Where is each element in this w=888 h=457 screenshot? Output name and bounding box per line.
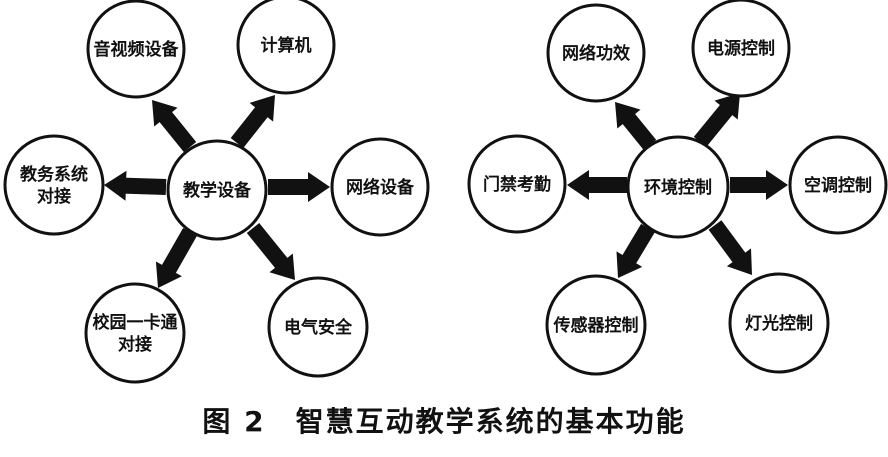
svg-text:门禁考勤: 门禁考勤 [483, 174, 551, 195]
arrow-to-netpower [615, 102, 657, 151]
svg-text:教务系统对接: 教务系统对接 [19, 164, 88, 207]
arrow-to-network [268, 172, 330, 202]
node-light-control: 灯光控制 [728, 272, 830, 374]
arrow-to-access [567, 170, 627, 200]
center-node-environment-control: 环境控制 [626, 135, 730, 239]
arrow-to-computer [230, 95, 275, 148]
node-academic-system: 教务系统对接 [3, 134, 105, 236]
svg-text:计算机: 计算机 [261, 35, 312, 56]
arrow-to-powerctl [693, 93, 740, 148]
svg-text:灯光控制: 灯光控制 [745, 313, 813, 334]
node-network-equipment: 网络设备 [330, 137, 430, 237]
arrow-to-card [155, 228, 197, 288]
figure-caption: 图 2 智慧互动教学系统的基本功能 [202, 405, 686, 438]
node-access-attendance: 门禁考勤 [467, 134, 567, 234]
svg-text:电源控制: 电源控制 [707, 38, 775, 59]
node-ac-control: 空调控制 [788, 135, 888, 235]
svg-text:空调控制: 空调控制 [804, 175, 872, 196]
svg-text:网络功效: 网络功效 [562, 43, 630, 64]
arrow-to-academic [104, 170, 167, 201]
node-network-power: 网络功效 [546, 3, 646, 103]
svg-text:教学设备: 教学设备 [182, 180, 252, 201]
svg-text:电气安全: 电气安全 [284, 317, 353, 338]
arrow-to-ac [730, 170, 788, 200]
arrow-to-sensor [616, 223, 655, 278]
arrow-to-power [246, 223, 295, 280]
svg-text:音视频设备: 音视频设备 [94, 39, 180, 60]
svg-text:环境控制: 环境控制 [644, 177, 712, 198]
center-node-teaching-equipment: 教学设备 [166, 139, 268, 241]
node-electrical-safety: 电气安全 [267, 276, 369, 378]
arrow-to-light [708, 220, 752, 275]
svg-text:传感器控制: 传感器控制 [553, 315, 639, 336]
node-sensor-control: 传感器控制 [545, 274, 647, 376]
node-campus-card: 校园一卡通对接 [84, 282, 186, 384]
node-av-equipment: 音视频设备 [86, 0, 186, 99]
arrow-to-av [152, 100, 197, 152]
node-computer: 计算机 [236, 0, 336, 95]
node-power-control: 电源控制 [691, 0, 791, 98]
svg-text:校园一卡通对接: 校园一卡通对接 [93, 312, 178, 355]
svg-text:网络设备: 网络设备 [346, 177, 415, 198]
